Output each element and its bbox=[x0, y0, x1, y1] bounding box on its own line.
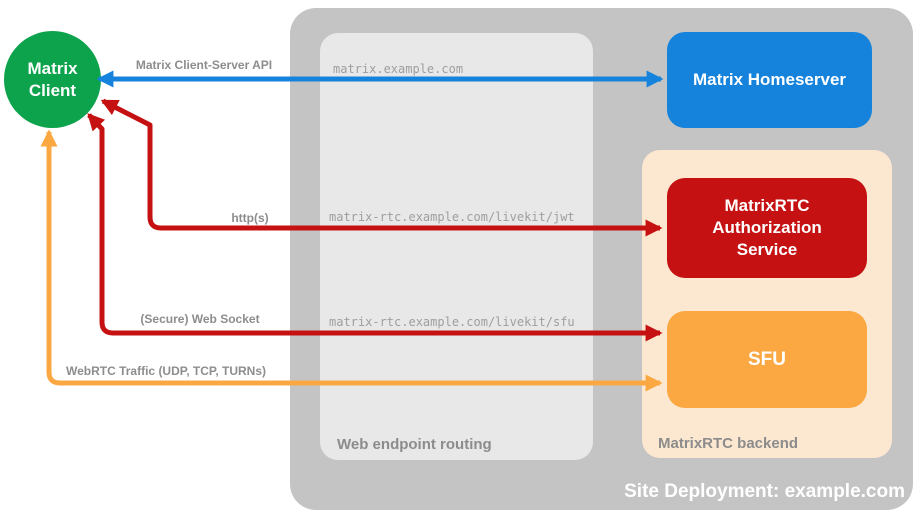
endpoint-matrix-url: matrix.example.com bbox=[333, 62, 464, 76]
endpoint-livekit-jwt-url: matrix-rtc.example.com/livekit/jwt bbox=[329, 210, 575, 224]
matrixrtc-authorization-service-node: MatrixRTC Authorization Service bbox=[667, 178, 867, 278]
web-endpoint-routing-label: Web endpoint routing bbox=[337, 436, 492, 453]
client-server-api-label: Matrix Client-Server API bbox=[135, 58, 273, 72]
matrix-client-node: Matrix Client bbox=[4, 31, 101, 128]
web-socket-label: (Secure) Web Socket bbox=[140, 312, 260, 326]
endpoint-livekit-sfu-url: matrix-rtc.example.com/livekit/sfu bbox=[329, 315, 575, 329]
matrix-homeserver-node: Matrix Homeserver bbox=[667, 32, 872, 128]
https-label: http(s) bbox=[231, 211, 269, 225]
sfu-label: SFU bbox=[748, 348, 786, 370]
web-endpoint-routing-container: Web endpoint routing bbox=[320, 33, 593, 460]
webrtc-traffic-label: WebRTC Traffic (UDP, TCP, TURNs) bbox=[65, 364, 267, 378]
matrix-client-label: Matrix Client bbox=[27, 59, 78, 100]
matrix-homeserver-label: Matrix Homeserver bbox=[692, 70, 847, 89]
site-deployment-label: Site Deployment: example.com bbox=[624, 481, 905, 502]
sfu-node: SFU bbox=[667, 311, 867, 408]
matrixrtc-backend-label: MatrixRTC backend bbox=[658, 435, 799, 452]
matrixrtc-authorization-service-label: MatrixRTC Authorization Service bbox=[712, 195, 822, 260]
